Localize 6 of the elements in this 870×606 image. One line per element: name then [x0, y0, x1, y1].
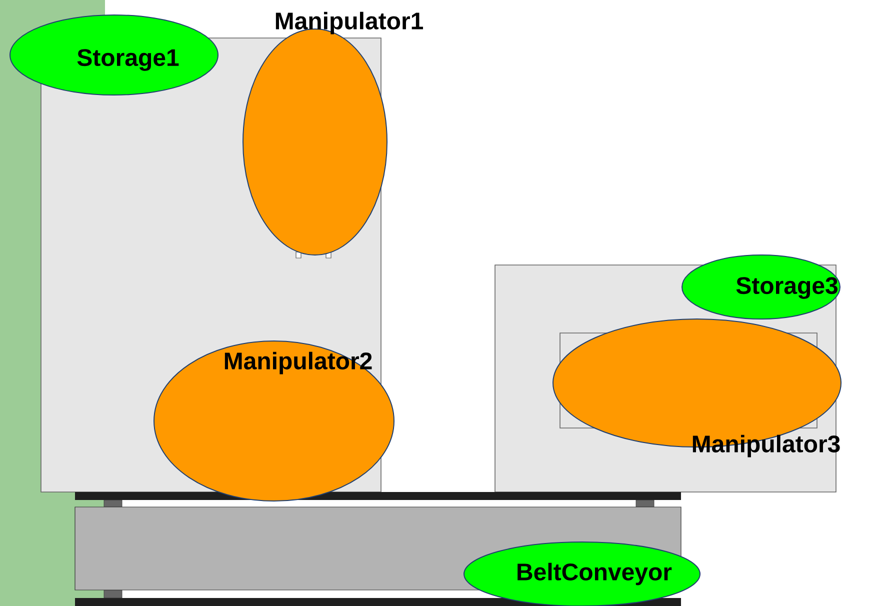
- ellipse-node: Manipulator1: [242, 12, 423, 256]
- ellipse-node: Manipulator3: [552, 318, 842, 458]
- ellipse-node: Storage3: [682, 254, 840, 320]
- ellipse-node: BeltConveyor: [464, 542, 700, 606]
- node-label: Manipulator1: [276, 12, 424, 34]
- ellipse-node: Storage1: [10, 14, 218, 96]
